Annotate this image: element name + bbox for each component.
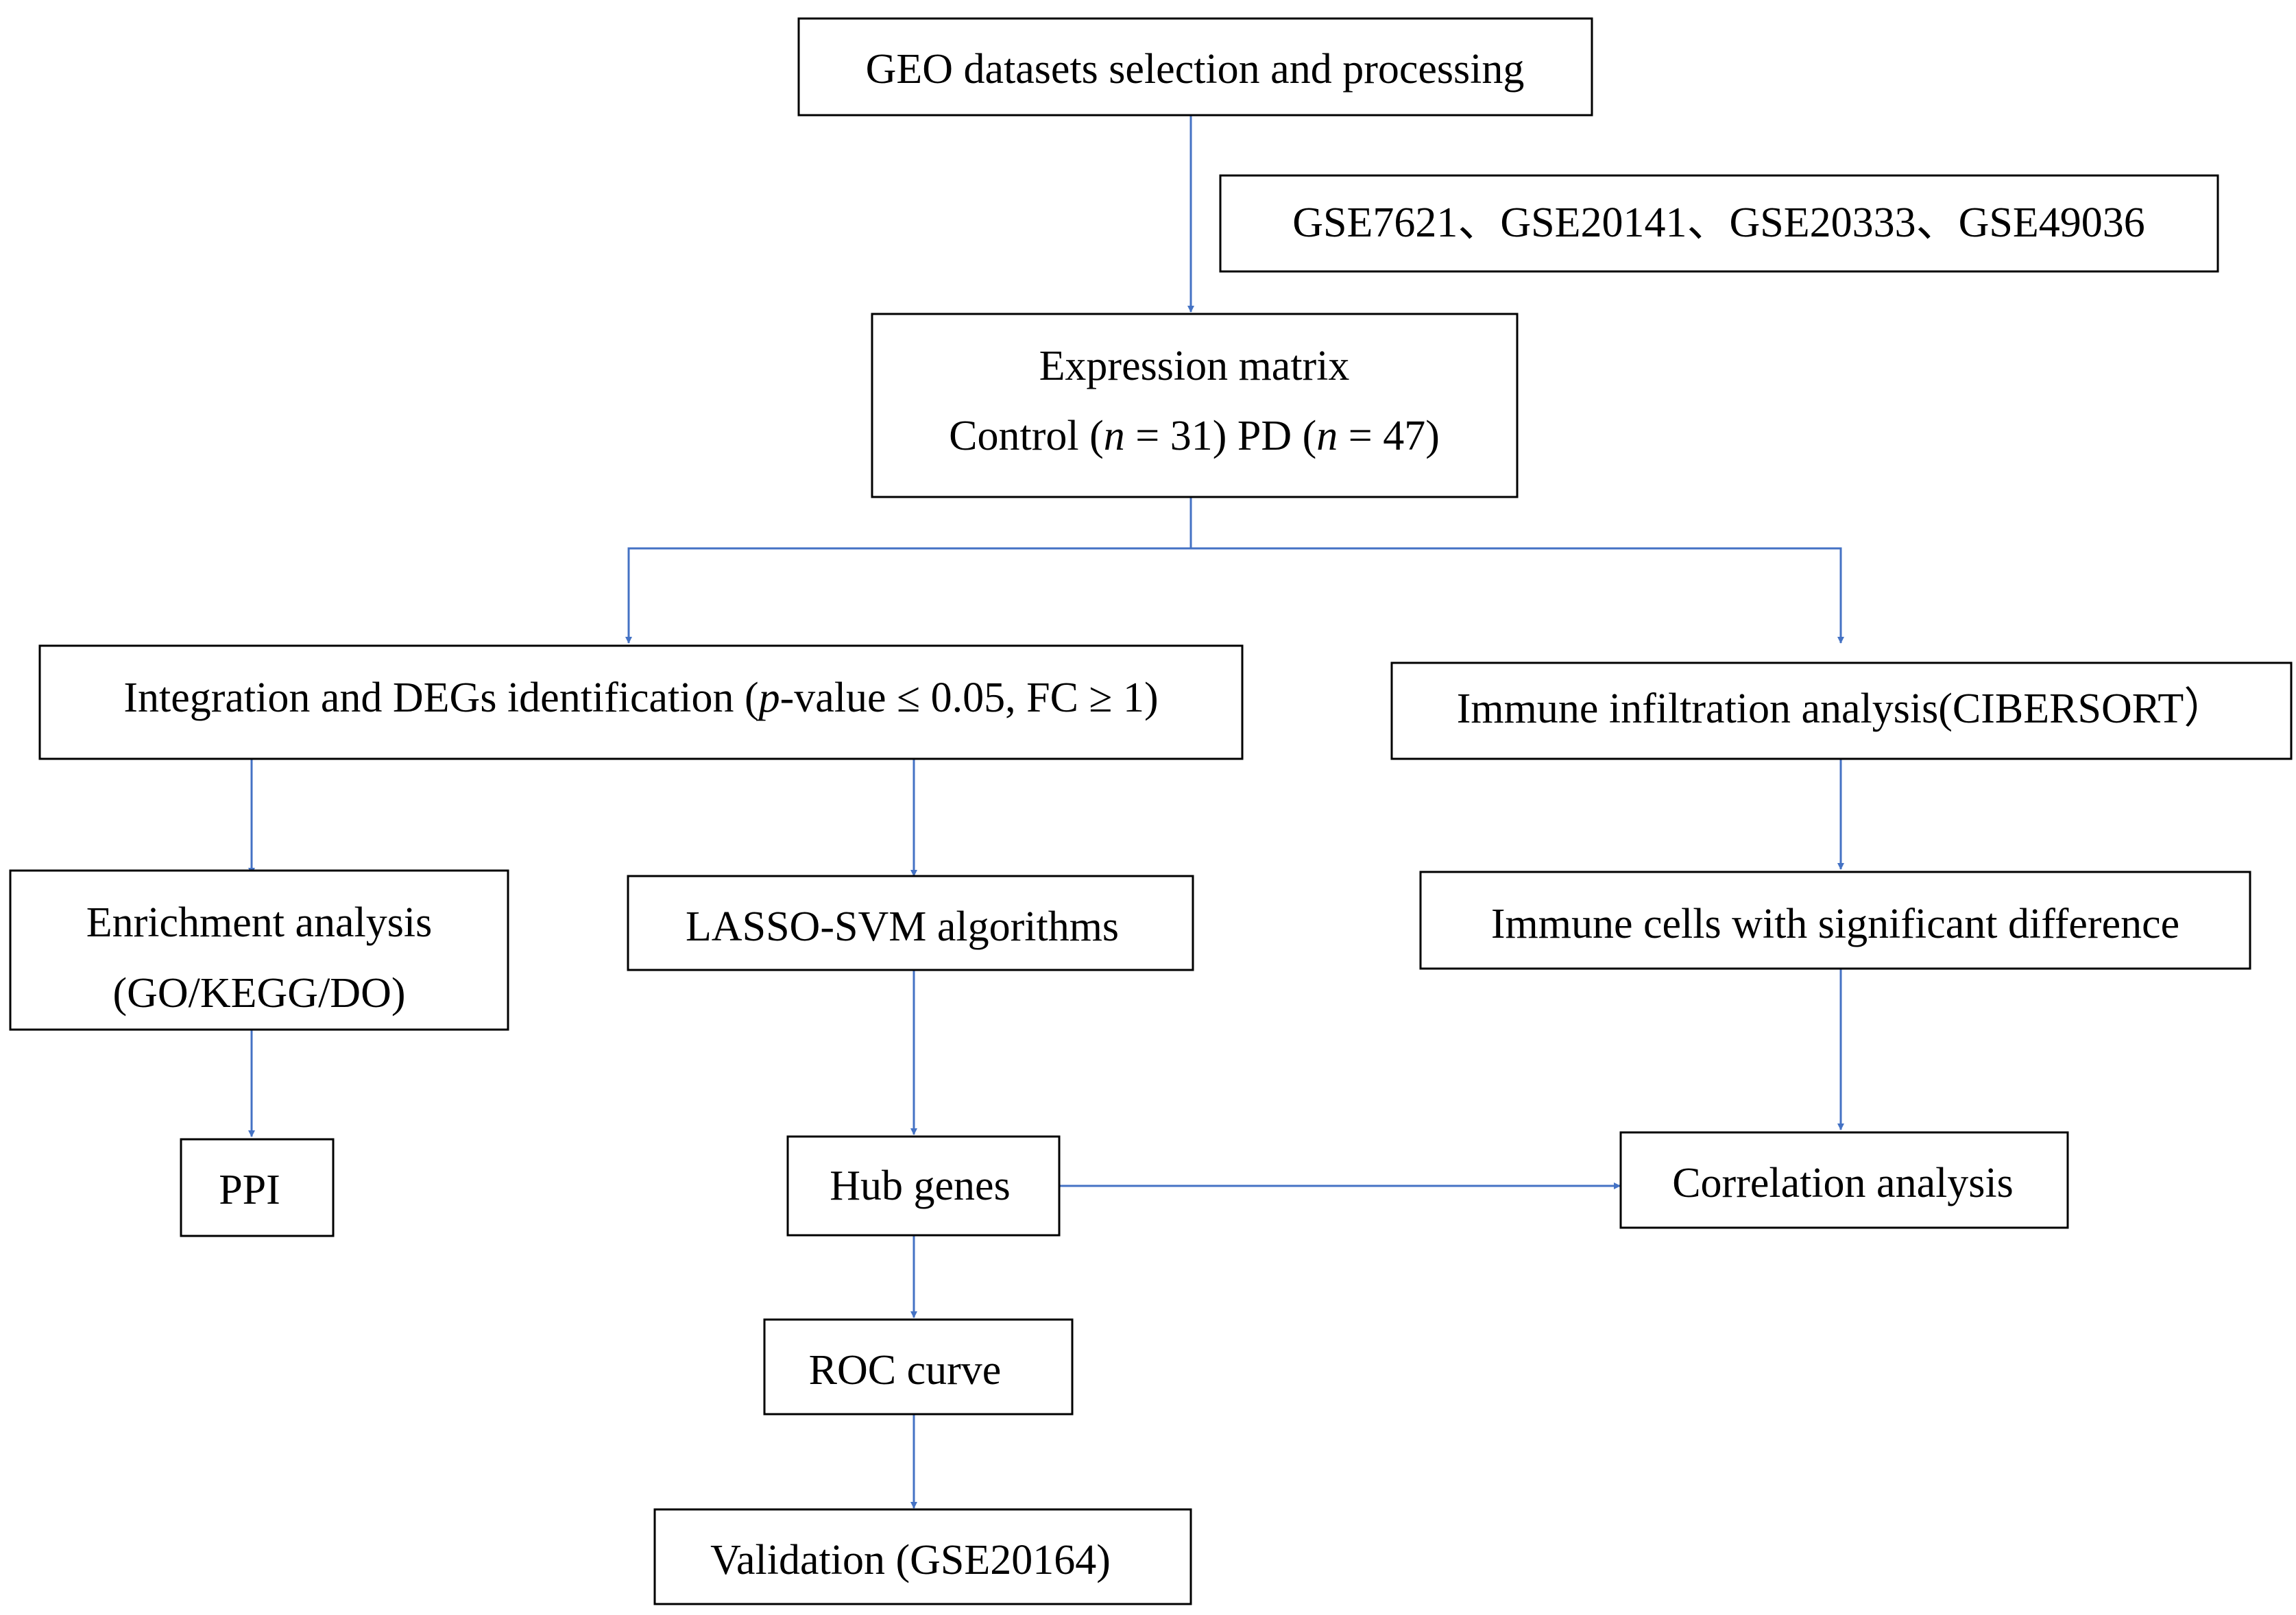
node-enrichment-line1: Enrichment analysis xyxy=(86,899,432,946)
node-expression-matrix-line2: Control (n = 31) PD (n = 47) xyxy=(949,413,1440,459)
node-expression-matrix-line1: Expression matrix xyxy=(1039,343,1350,389)
edge-expression-to-immune xyxy=(1191,547,1844,644)
node-expression-matrix: Expression matrix Control (n = 31) PD (n… xyxy=(871,313,1519,498)
node-geo-ids: GSE7621、GSE20141、GSE20333、GSE49036 xyxy=(1219,174,2219,273)
node-geo-selection: GEO datasets selection and processing xyxy=(797,17,1593,117)
node-roc-curve-label: ROC curve xyxy=(809,1347,1002,1394)
node-integration-degs: Integration and DEGs identification (p-v… xyxy=(38,644,1244,760)
node-validation: Validation (GSE20164) xyxy=(653,1508,1192,1605)
node-validation-label: Validation (GSE20164) xyxy=(710,1537,1111,1583)
node-geo-selection-label: GEO datasets selection and processing xyxy=(866,46,1525,93)
node-hub-genes: Hub genes xyxy=(786,1135,1061,1237)
node-lasso-svm-label: LASSO-SVM algorithms xyxy=(686,903,1119,950)
node-enrichment-line2: (GO/KEGG/DO) xyxy=(112,970,405,1017)
node-correlation-label: Correlation analysis xyxy=(1672,1160,2014,1206)
node-correlation: Correlation analysis xyxy=(1619,1131,2069,1229)
node-ppi: PPI xyxy=(180,1138,335,1237)
node-immune-infiltration-label: Immune infiltration analysis(CIBERSORT） xyxy=(1457,685,2227,732)
node-immune-cells-label: Immune cells with significant difference xyxy=(1491,901,2179,947)
edge-expression-branch xyxy=(625,497,1192,644)
node-ppi-label: PPI xyxy=(219,1167,280,1213)
node-roc-curve: ROC curve xyxy=(763,1318,1074,1416)
node-immune-infiltration: Immune infiltration analysis(CIBERSORT） xyxy=(1390,661,2293,760)
node-geo-ids-label: GSE7621、GSE20141、GSE20333、GSE49036 xyxy=(1292,199,2145,246)
node-lasso-svm: LASSO-SVM algorithms xyxy=(627,875,1194,971)
node-hub-genes-label: Hub genes xyxy=(830,1163,1010,1209)
node-enrichment: Enrichment analysis (GO/KEGG/DO) xyxy=(9,869,509,1031)
node-immune-cells: Immune cells with significant difference xyxy=(1419,871,2251,970)
node-integration-degs-label: Integration and DEGs identification (p-v… xyxy=(123,675,1158,721)
connectors xyxy=(248,115,1844,1509)
